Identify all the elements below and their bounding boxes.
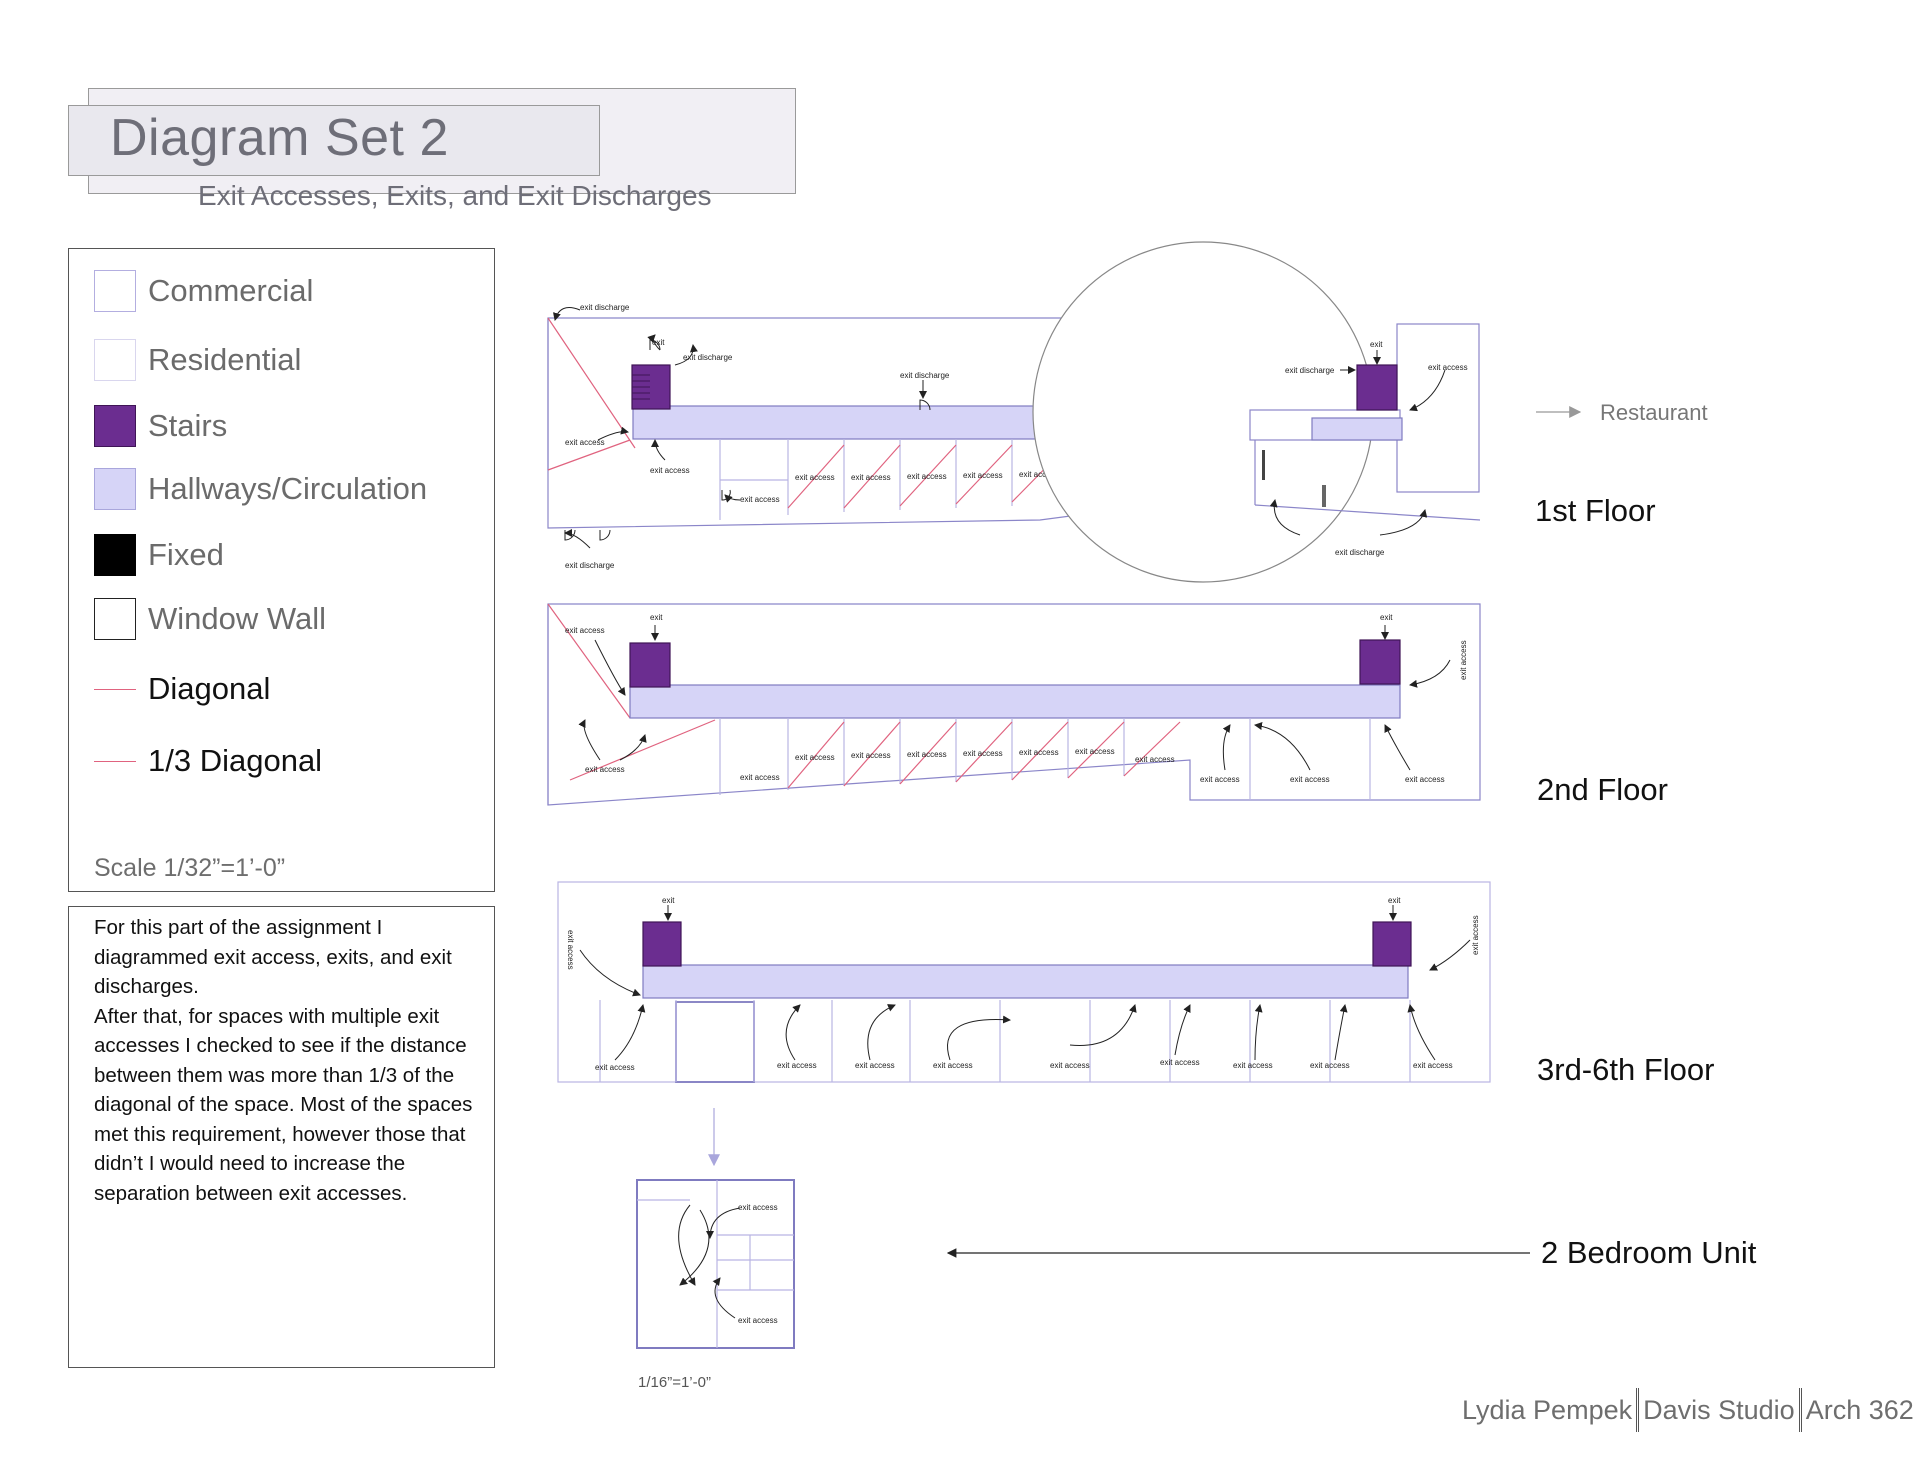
course-name: Arch 362: [1805, 1394, 1914, 1425]
floor-label-second: 2nd Floor: [1537, 772, 1668, 807]
footer-divider: [1798, 1388, 1802, 1432]
plan-label-exit-access: exit access: [566, 930, 575, 970]
plan-label-exit-access: exit access: [1471, 915, 1480, 955]
unit-scale: 1/16”=1’-0”: [638, 1374, 711, 1391]
legend-label: Residential: [148, 342, 302, 377]
plan-label-exit-access: exit access: [851, 473, 891, 482]
diagonal-line-swatch: [94, 688, 136, 690]
plan-label-exit-access: exit access: [1233, 1061, 1273, 1070]
legend-label: Fixed: [148, 537, 224, 572]
author-name: Lydia Pempek: [1462, 1394, 1633, 1425]
plan-label-exit-discharge: exit discharge: [1285, 366, 1335, 375]
plan-label-exit-access: exit access: [1019, 470, 1059, 479]
plan-label-exit-access: exit access: [738, 1203, 778, 1212]
legend-item-hallways: Hallways/Circulation: [94, 467, 427, 511]
plan-label-exit-access: exit access: [650, 466, 690, 475]
residential-swatch: [94, 339, 136, 381]
plan-label-exit-access: exit access: [565, 626, 605, 635]
plan-label-exit-access: exit access: [740, 495, 780, 504]
plan-label-exit-access: exit access: [740, 773, 780, 782]
plan-label-exit-access: exit access: [907, 472, 947, 481]
third-sixth-floor-plan: exit exit access exit access exit access…: [557, 881, 1491, 1167]
plan-label-exit-access: exit access: [1050, 1061, 1090, 1070]
plan-label-exit: exit: [1388, 896, 1401, 905]
plan-label-exit-discharge: exit discharge: [565, 561, 615, 570]
plan-label-exit-access: exit access: [1200, 775, 1240, 784]
studio-name: Davis Studio: [1643, 1394, 1795, 1425]
two-bedroom-unit-plan: exit access exit access: [636, 1179, 795, 1349]
title-front-panel: [68, 105, 600, 176]
plan-label-exit-access: exit access: [738, 1316, 778, 1325]
legend-label: Diagonal: [148, 671, 271, 706]
plan-label-exit-access: exit access: [1075, 747, 1115, 756]
plan-label-exit: exit: [662, 896, 675, 905]
legend-item-stairs: Stairs: [94, 404, 227, 448]
plan-label-exit: exit: [652, 338, 665, 347]
legend-label: Window Wall: [148, 601, 326, 636]
legend-item-commercial: Commercial: [94, 269, 313, 313]
restaurant-detail: exit exit discharge exit access exit dis…: [1032, 241, 1582, 583]
legend-item-diagonal: Diagonal: [94, 667, 270, 711]
plan-label-exit-access: exit access: [1459, 640, 1468, 680]
floor-label-unit: 2 Bedroom Unit: [1541, 1235, 1757, 1270]
legend-label: Stairs: [148, 408, 228, 443]
plan-label-exit-access: exit access: [795, 753, 835, 762]
plan-label-exit-access: exit access: [851, 751, 891, 760]
stairs-swatch: [94, 405, 136, 447]
footer-divider: [1636, 1388, 1640, 1432]
plan-label-exit: exit: [650, 613, 663, 622]
fixed-swatch: [94, 534, 136, 576]
window-wall-swatch: [94, 598, 136, 640]
plan-label-exit-access: exit access: [1290, 775, 1330, 784]
plan-label-exit-discharge: exit discharge: [900, 371, 950, 380]
plan-label-exit-access: exit access: [963, 471, 1003, 480]
plan-label-exit-access: exit access: [907, 750, 947, 759]
plan-label-exit-discharge: exit discharge: [580, 303, 630, 312]
plan-label-exit-access: exit access: [795, 473, 835, 482]
legend-scale: Scale 1/32”=1’-0”: [94, 854, 286, 882]
plan-label-exit-access: exit access: [933, 1061, 973, 1070]
legend-item-third-diagonal: 1/3 Diagonal: [94, 739, 322, 783]
plan-label-exit-access: exit access: [585, 765, 625, 774]
page-title: Diagram Set 2: [110, 109, 449, 167]
legend-item-window-wall: Window Wall: [94, 597, 326, 641]
plan-label-exit-access: exit access: [1413, 1061, 1453, 1070]
legend-label: 1/3 Diagonal: [148, 743, 323, 778]
plan-label-exit-access: exit access: [1405, 775, 1445, 784]
plan-label-exit-discharge: exit discharge: [1335, 548, 1385, 557]
floor-label-first: 1st Floor: [1535, 493, 1656, 528]
plan-label-exit-access: exit access: [963, 749, 1003, 758]
description-panel: For this part of the assignment I diagra…: [68, 906, 495, 1368]
plan-label-exit-discharge: exit discharge: [683, 353, 733, 362]
hallway-swatch: [94, 468, 136, 510]
plan-label-exit-access: exit access: [565, 438, 605, 447]
page-subtitle: Exit Accesses, Exits, and Exit Discharge…: [198, 180, 712, 211]
floor-label-third-sixth: 3rd-6th Floor: [1537, 1052, 1715, 1087]
legend-panel: Commercial Residential Stairs Hallways/C…: [68, 248, 495, 892]
plan-label-exit-access: exit access: [855, 1061, 895, 1070]
third-diagonal-line-swatch: [94, 760, 136, 762]
legend-label: Commercial: [148, 273, 314, 308]
plan-label-exit: exit: [1370, 340, 1383, 349]
plan-label-exit-access: exit access: [1428, 363, 1468, 372]
footer-credit: Lydia Pempek Davis Studio Arch 362: [1462, 1388, 1914, 1432]
description-text: For this part of the assignment I diagra…: [94, 916, 473, 1205]
plan-label-exit-access: exit access: [595, 1063, 635, 1072]
plan-label-exit: exit: [1380, 613, 1393, 622]
restaurant-callout: Restaurant: [1600, 400, 1708, 425]
commercial-swatch: [94, 270, 136, 312]
plan-label-exit-access: exit access: [1135, 755, 1175, 764]
plan-label-exit-access: exit access: [1019, 748, 1059, 757]
plan-label-exit-access: exit access: [1160, 1058, 1200, 1067]
legend-item-fixed: Fixed: [94, 533, 224, 577]
plan-label-exit-access: exit access: [1310, 1061, 1350, 1070]
legend-item-residential: Residential: [94, 338, 301, 382]
second-floor-plan: exit exit access exit access exit access…: [547, 603, 1481, 806]
plan-label-exit-access: exit access: [777, 1061, 817, 1070]
legend-label: Hallways/Circulation: [148, 471, 428, 506]
